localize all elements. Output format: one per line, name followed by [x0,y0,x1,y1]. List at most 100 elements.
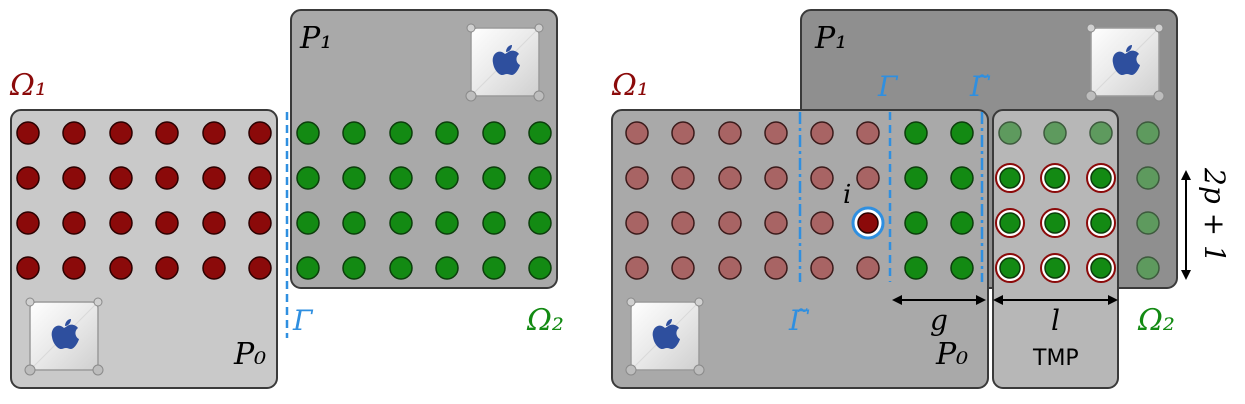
omega1-node [625,166,649,190]
right-nodes [625,121,1160,283]
omega1-node [764,256,788,280]
omega1-node [248,211,272,235]
omega2-node [296,121,320,145]
omega2-node [1044,212,1066,234]
omega1-node [62,121,86,145]
tmp-label: TMP [1032,346,1079,371]
omega1-node [202,256,226,280]
omega2-node [998,121,1022,145]
omega2-node [1090,167,1112,189]
omega2-node [435,211,459,235]
left-gamma-label: Γ [292,304,314,337]
omega1-node [202,121,226,145]
omega2-node [999,257,1021,279]
omega1-node [155,121,179,145]
omega1-node [810,211,834,235]
omega2-node [296,211,320,235]
omega1-node [625,211,649,235]
omega2-node [342,166,366,190]
omega1-node [16,166,40,190]
omega1-node [16,256,40,280]
left-omega2-label: Ω₂ [526,303,564,338]
right-p1-label: P₁ [814,21,847,56]
omega2-node [1136,256,1160,280]
omega1-node [764,211,788,235]
omega2-node [950,121,974,145]
node-i [857,212,879,234]
omega1-node [202,166,226,190]
omega1-node [248,121,272,145]
omega2-node [342,121,366,145]
right-p0-panel [611,109,989,389]
right-gamma-label: Γ [877,70,899,103]
omega2-node [1136,211,1160,235]
omega2-node [1043,121,1067,145]
omega2-node [528,256,552,280]
omega1-node [671,166,695,190]
omega2-node [950,166,974,190]
right-diagram: P₁ P₀ Ω₁ Ω₂ Γ Γ̃ Γ̃ i g l TMP 2p + 1 [611,9,1231,389]
omega2-node [528,166,552,190]
omega1-node [248,166,272,190]
omega1-node [856,166,880,190]
omega1-node [16,121,40,145]
left-diagram: P₁ P₀ Ω₁ Ω₂ Γ [9,9,564,389]
omega1-node [109,256,133,280]
omega2-node [296,166,320,190]
omega1-node [625,121,649,145]
omega2-node [999,212,1021,234]
omega1-node [856,256,880,280]
omega1-node [764,121,788,145]
left-p0-label: P₀ [233,337,266,372]
left-p1-label: P₁ [299,21,332,56]
omega1-node [671,121,695,145]
right-p0-label: P₀ [935,337,968,372]
height-label: 2p + 1 [1198,167,1231,263]
omega1-node [671,256,695,280]
omega2-node [904,256,928,280]
omega1-node [718,256,742,280]
omega2-node [342,211,366,235]
omega2-node [435,256,459,280]
omega1-node [718,121,742,145]
computer-icon [1085,23,1165,102]
omega2-node [389,256,413,280]
node-i-label: i [843,180,851,210]
omega2-node [999,167,1021,189]
left-omega2-nodes [296,121,552,280]
g-label: g [930,304,948,337]
omega1-node [764,166,788,190]
omega1-node [62,211,86,235]
right-gamma-tilde-bottom-label: Γ̃ [788,304,810,337]
omega2-node [528,121,552,145]
right-omega2-label: Ω₂ [1137,303,1175,338]
l-label: l [1051,304,1060,337]
omega1-node [109,121,133,145]
omega2-node [482,211,506,235]
omega2-node [435,121,459,145]
omega1-node [109,166,133,190]
omega2-node [1090,257,1112,279]
omega2-node [528,211,552,235]
omega2-node [482,121,506,145]
omega1-node [62,166,86,190]
omega1-node [625,256,649,280]
omega2-node [435,166,459,190]
omega2-node [1089,121,1113,145]
omega1-node [810,121,834,145]
omega1-node [718,166,742,190]
right-gamma-tilde-top-label: Γ̃ [969,70,991,103]
omega1-node [155,211,179,235]
omega2-node [1136,166,1160,190]
omega1-node [856,121,880,145]
right-omega1-label: Ω₁ [611,68,649,103]
omega1-node [718,211,742,235]
omega2-node [904,166,928,190]
omega2-node [296,256,320,280]
omega1-node [109,211,133,235]
omega2-node [342,256,366,280]
omega2-node [482,166,506,190]
omega2-node [904,211,928,235]
left-omega1-nodes [16,121,272,280]
omega2-node [482,256,506,280]
